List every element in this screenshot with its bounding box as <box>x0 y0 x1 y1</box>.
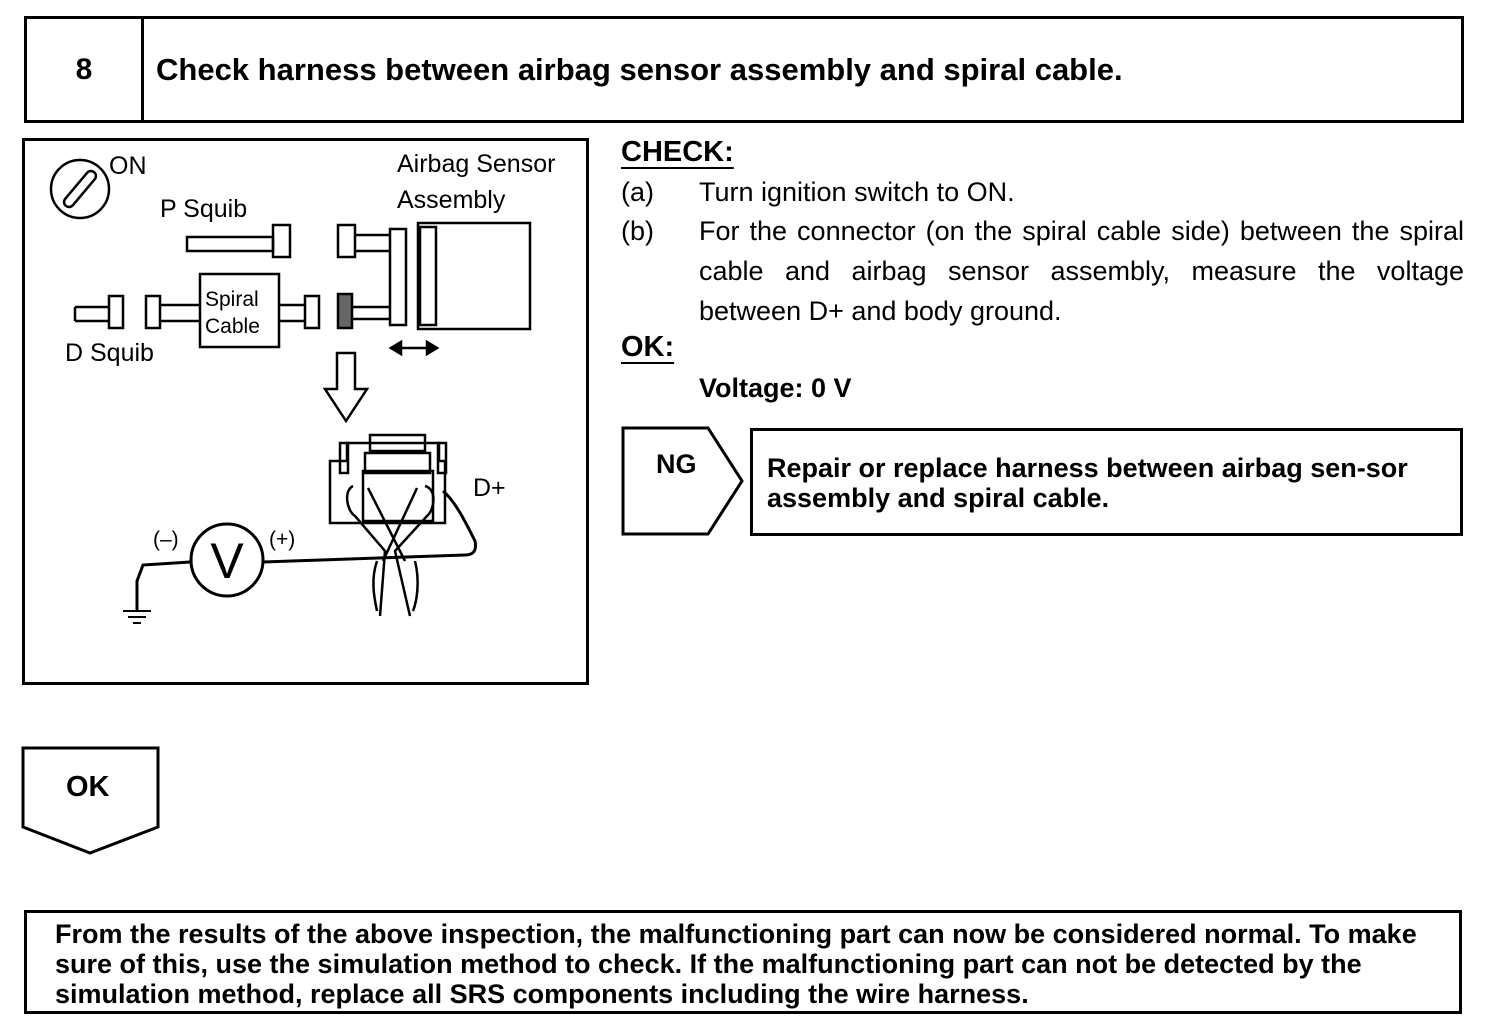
ground-icon <box>123 610 151 624</box>
ignition-key-icon <box>49 158 111 220</box>
ok-arrow-icon <box>21 746 160 855</box>
p-squib-connector <box>185 223 390 259</box>
voltmeter-symbol: V <box>210 533 244 589</box>
step-a-text: Turn ignition switch to ON. <box>699 177 1015 207</box>
step-title: Check harness between airbag sensor asse… <box>156 51 1123 87</box>
step-b-text: For the connector (on the spiral cable s… <box>699 216 1464 326</box>
d-squib-connector <box>73 294 200 330</box>
voltmeter-icon: V <box>189 522 265 598</box>
connector-icon <box>328 433 448 617</box>
step-number: 8 <box>27 19 144 120</box>
meter-positive-label: (+) <box>269 528 295 551</box>
diagram-svg: ON P Squib D Squib Airbag Sensor Assembl… <box>49 150 555 624</box>
footer-text: From the results of the above inspection… <box>55 919 1417 1009</box>
ng-action-box: Repair or replace harness between airbag… <box>750 428 1463 536</box>
positive-probe-wire <box>262 489 477 564</box>
airbag-sensor-label: Airbag Sensor <box>397 150 555 178</box>
d-squib-label: D Squib <box>65 339 154 367</box>
ok-criteria-value: Voltage: 0 V <box>699 373 852 403</box>
spiral-cable-connector <box>279 292 390 330</box>
step-a-letter: (a) <box>621 177 654 207</box>
spiral-cable: Spiral Cable <box>198 272 281 349</box>
negative-probe-wire <box>135 560 191 611</box>
d-plus-label: D+ <box>473 474 506 502</box>
step-header: 8 Check harness between airbag sensor as… <box>24 16 1464 123</box>
double-arrow-icon <box>388 339 440 357</box>
airbag-sensor-assembly <box>388 221 532 331</box>
wiring-diagram: ON P Squib D Squib Airbag Sensor Assembl… <box>22 138 589 685</box>
check-heading: CHECK: <box>621 136 734 168</box>
footer-note: From the results of the above inspection… <box>24 910 1462 1014</box>
ok-flow-label: OK <box>66 771 110 803</box>
ok-heading: OK: <box>621 331 675 363</box>
airbag-sensor-label-2: Assembly <box>397 186 506 214</box>
ng-action-text: Repair or replace harness between airbag… <box>767 453 1408 513</box>
ng-arrow-icon <box>621 426 744 536</box>
step-b-letter: (b) <box>621 216 654 246</box>
ignition-on-label: ON <box>109 152 147 180</box>
p-squib-label: P Squib <box>160 195 247 223</box>
spiral-cable-label: Spiral <box>205 288 259 311</box>
ng-label: NG <box>656 449 697 479</box>
down-arrow-icon <box>322 351 370 424</box>
spiral-cable-label-2: Cable <box>205 315 260 338</box>
meter-negative-label: (–) <box>153 528 179 551</box>
